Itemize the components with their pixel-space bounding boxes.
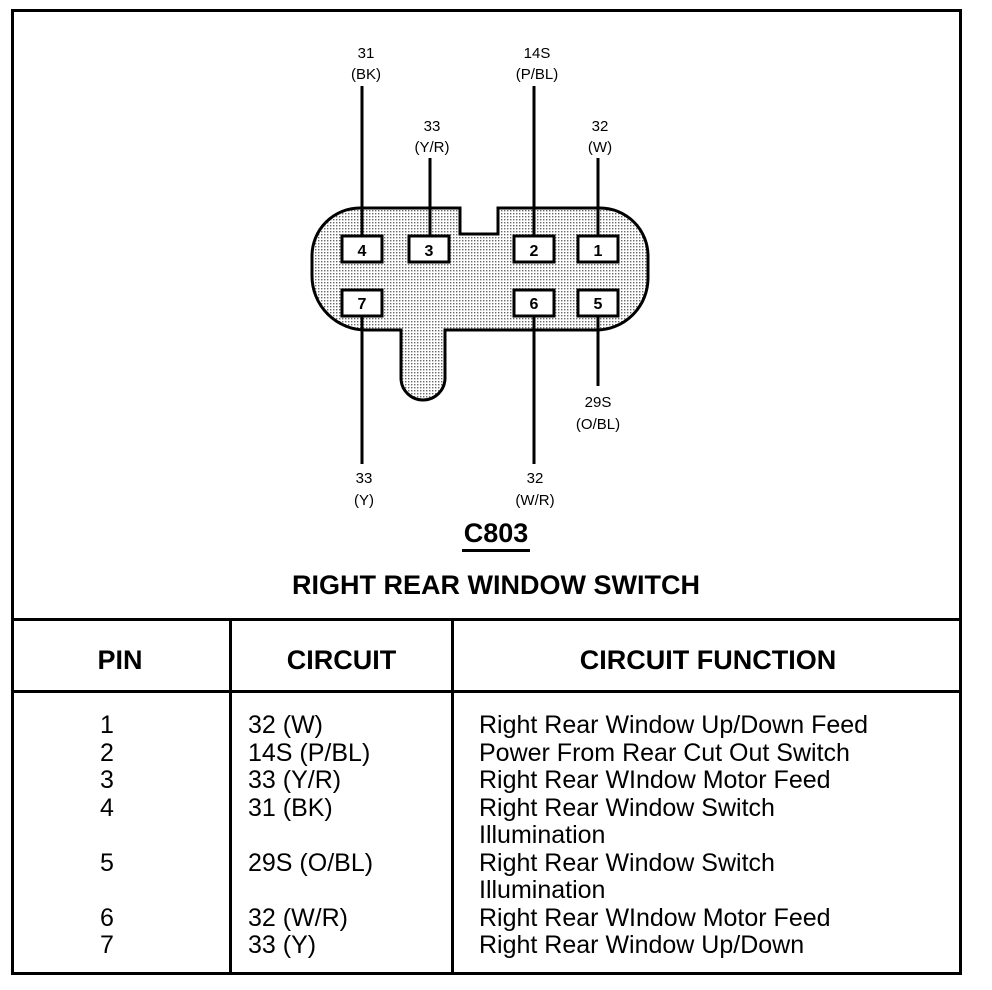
wire-label-color-pin-7: (Y) [354, 492, 374, 509]
connector-title: RIGHT REAR WINDOW SWITCH [292, 570, 700, 600]
wire-label-color-pin-1: (W) [588, 139, 612, 156]
wire-label-circuit-pin-7: 33 [356, 470, 373, 487]
circuit-cell: 33 (Y/R) [248, 766, 342, 794]
pin-box-7 [340, 288, 384, 318]
function-cell: Right Rear WIndow Motor Feed [479, 903, 831, 932]
function-cell: Illumination [479, 821, 606, 849]
wire-label-color-pin-4: (BK) [351, 66, 381, 83]
pin-number-3: 3 [425, 243, 434, 260]
wire-label-circuit-pin-6: 32 [527, 470, 544, 487]
table-column-divider-1 [229, 618, 232, 975]
pin-number-2: 2 [530, 243, 539, 260]
pin-cell: 5 [100, 848, 114, 877]
pin-cell: 6 [100, 903, 114, 932]
wire-label-color-pin-6: (W/R) [515, 492, 554, 509]
table-column-divider-2 [451, 618, 454, 975]
circuit-column: 32 (W) 14S (P/BL) 33 (Y/R) 31 (BK) 29S (… [248, 711, 374, 960]
function-cell: Power From Rear Cut Out Switch [479, 738, 850, 767]
circuit-cell: 33 (Y) [248, 931, 317, 959]
pin-cell: 4 [100, 793, 114, 822]
table-top-border [11, 618, 962, 621]
wire-label-circuit-pin-3: 33 [424, 118, 441, 135]
circuit-cell: 29S (O/BL) [248, 848, 374, 877]
pin-number-7: 7 [358, 296, 367, 313]
circuit-cell: 31 (BK) [248, 793, 333, 822]
pin-number-6: 6 [530, 296, 539, 313]
pin-cell [100, 877, 114, 905]
wire-label-color-pin-3: (Y/R) [415, 139, 450, 156]
pin-cell: 7 [100, 931, 114, 959]
table-header-divider [11, 690, 962, 693]
pin-box-3 [407, 234, 451, 264]
circuit-cell [248, 877, 373, 905]
pin-number-1: 1 [594, 243, 603, 260]
pin-number-4: 4 [358, 243, 367, 260]
pin-box-5 [576, 288, 620, 318]
circuit-cell: 32 (W) [248, 711, 323, 739]
wire-label-circuit-pin-1: 32 [592, 118, 609, 135]
function-cell: Right Rear Window Up/Down [479, 931, 805, 959]
wire-label-circuit-pin-2: 14S [524, 45, 551, 62]
circuit-cell: 32 (W/R) [248, 903, 348, 932]
header-circuit-function: CIRCUIT FUNCTION [579, 645, 837, 675]
function-cell: Right Rear Window Switch [479, 793, 775, 822]
pin-cell [100, 822, 114, 850]
function-cell: Right Rear Window Up/Down Feed [479, 711, 869, 739]
function-cell: Right Rear Window Switch [479, 848, 775, 877]
circuit-cell: 14S (P/BL) [248, 738, 371, 767]
function-cell: Illumination [479, 876, 606, 904]
wire-label-color-pin-5: (O/BL) [576, 416, 620, 433]
pin-box-2 [512, 234, 556, 264]
pin-number-5: 5 [594, 296, 603, 313]
pin-box-1 [576, 234, 620, 264]
pin-cell: 3 [100, 766, 114, 794]
connector-body [310, 206, 650, 402]
connector-id: C803 [0, 518, 992, 552]
diagram-frame [11, 9, 962, 975]
header-circuit: CIRCUIT [286, 645, 397, 675]
function-cell: Right Rear WIndow Motor Feed [479, 766, 831, 794]
pin-column: 1 2 3 4 5 6 7 [100, 711, 114, 960]
pin-table: PIN CIRCUIT CIRCUIT FUNCTION 1 2 3 4 5 6… [11, 618, 962, 975]
function-column: Right Rear Window Up/Down Feed Power Fro… [479, 711, 869, 960]
pin-box-6 [512, 288, 556, 318]
pin-box-4 [340, 234, 384, 264]
pin-cell: 2 [100, 738, 114, 767]
circuit-cell [248, 822, 373, 850]
wire-label-circuit-pin-5: 29S [585, 394, 612, 411]
wire-label-circuit-pin-4: 31 [358, 45, 375, 62]
pin-cell: 1 [100, 711, 114, 739]
header-pin: PIN [97, 645, 143, 675]
wire-label-color-pin-2: (P/BL) [516, 66, 559, 83]
